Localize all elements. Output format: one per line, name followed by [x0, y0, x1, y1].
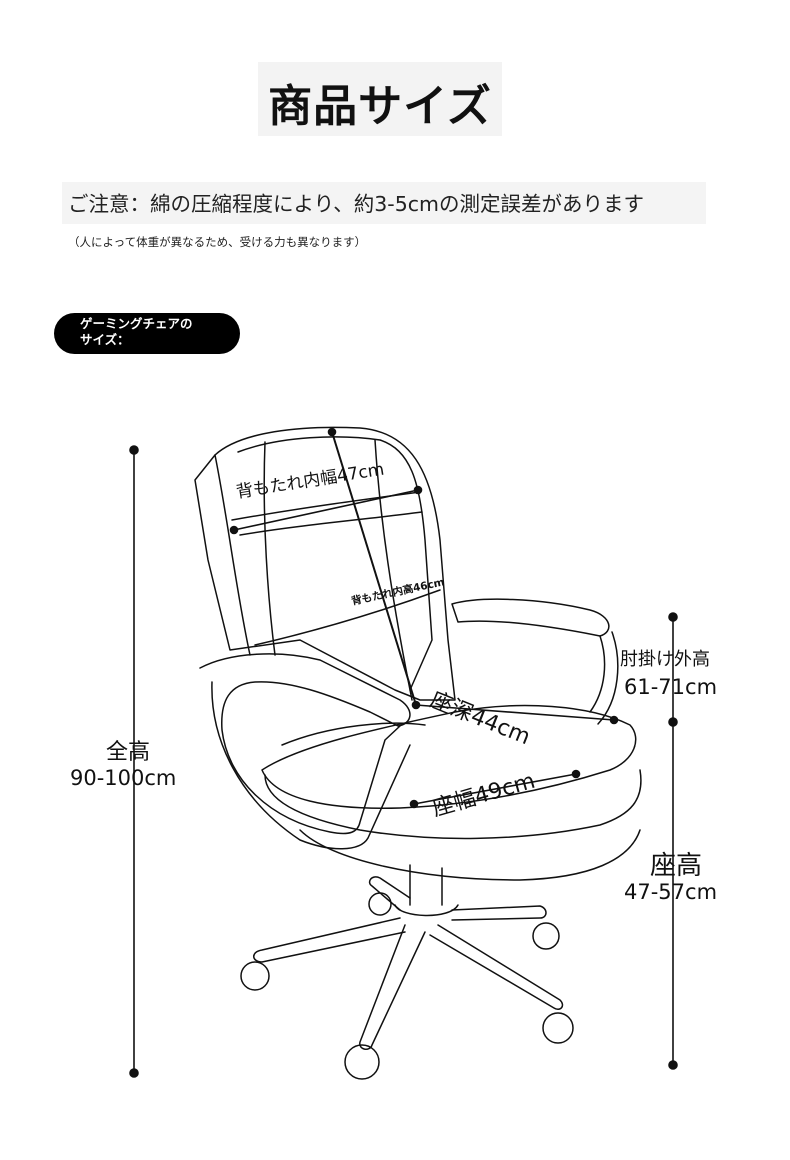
backrest-width-line [233, 489, 419, 531]
seat-cushion [281, 722, 426, 746]
left-armrest [199, 653, 411, 835]
backrest-side-left [214, 454, 251, 656]
page-title: 商品サイズ [268, 81, 492, 132]
right-armrest-support [589, 631, 619, 725]
caster-back-right [532, 922, 560, 950]
backrest-seam-right [374, 439, 413, 701]
section-label: ゲーミングチェアの サイズ： [80, 316, 193, 347]
backrest-band-lower [254, 589, 441, 646]
base-leg-front [359, 924, 426, 1050]
seat-height-label: 座高 [650, 851, 703, 881]
backrest-height-line [331, 431, 417, 706]
total-height-value: 90-100cm [70, 766, 177, 790]
measurement-notice: ご注意：綿の圧縮程度により、約3-5cmの測定誤差があります [68, 192, 644, 216]
base-leg-left [253, 917, 406, 963]
base-leg-right [429, 924, 564, 1011]
backrest-seam-left [263, 441, 276, 656]
base-leg-back-right [451, 905, 547, 921]
seat-height-value: 47-57cm [624, 880, 718, 904]
backrest-inner [237, 436, 433, 691]
caster-right [542, 1012, 574, 1044]
title-background [258, 62, 502, 136]
section-label-pill [54, 313, 240, 354]
armrest-height-label: 肘掛け外高 [620, 649, 710, 670]
right-armrest [451, 598, 610, 637]
base-hub [394, 904, 459, 917]
caster-left [240, 961, 270, 991]
backrest-outline [194, 426, 456, 701]
total-height-label: 全高 [106, 740, 151, 765]
gas-lift [409, 864, 443, 906]
caster-back-left [368, 892, 392, 916]
caster-front [344, 1044, 380, 1080]
seat-base [299, 829, 641, 881]
seat-depth-line [415, 704, 615, 721]
armrest-height-value: 61-71cm [624, 675, 718, 699]
base-leg-back-left [368, 876, 411, 911]
seat-width-line [413, 773, 577, 805]
left-armrest-lower [211, 681, 411, 850]
backrest-band-upper [239, 511, 423, 536]
measurement-notice-sub: （人によって体重が異なるため、受ける力も異なります） [68, 235, 367, 249]
notice-background [62, 182, 706, 224]
seat-front [264, 769, 642, 840]
